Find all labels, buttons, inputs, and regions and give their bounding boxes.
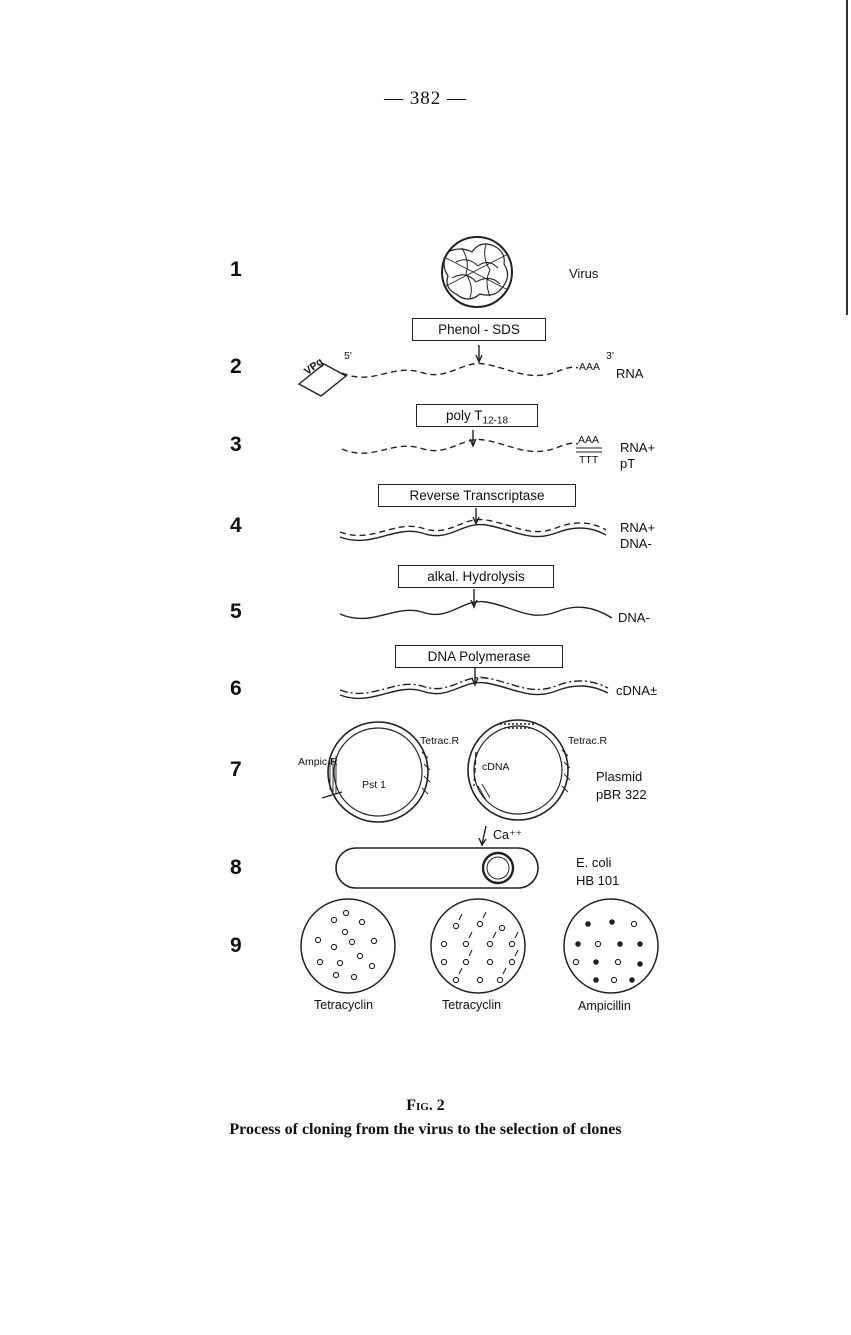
poly-a-label-3: AAA [578, 434, 600, 446]
plate-label-tetracyclin-1: Tetracyclin [314, 998, 374, 1012]
recombinant-plasmid-icon [467, 719, 571, 821]
step-number-3: 3 [230, 433, 242, 456]
page-edge-line [846, 0, 848, 315]
tetrac-r-label-2: Tetrac.R [568, 735, 608, 747]
tetrac-r-label-1: Tetrac.R [420, 735, 460, 747]
virus-label: Virus [569, 266, 599, 281]
hb101-label: HB 101 [576, 873, 620, 888]
tetracyclin-plate-2-icon [430, 898, 526, 994]
dna-minus-label-5: DNA- [618, 610, 650, 625]
rna-label: RNA [616, 366, 644, 381]
pt-label: pT [620, 456, 636, 471]
step-number-4: 4 [230, 514, 242, 537]
pst1-label: Pst 1 [362, 779, 386, 791]
step-number-8: 8 [230, 856, 242, 879]
dna-minus-label-4: DNA- [620, 536, 652, 551]
virus-particle-icon [441, 236, 513, 308]
step-number-2: 2 [230, 355, 242, 378]
figure-title: Fig. 2 [406, 1097, 445, 1114]
calcium-label: Ca⁺⁺ [493, 828, 523, 842]
alkal-hydrolysis-box: alkal. Hydrolysis [398, 565, 554, 588]
five-prime-label: 5' [344, 350, 352, 362]
plate-label-ampicillin: Ampicillin [578, 999, 631, 1013]
ecoli-cell-icon [335, 847, 539, 889]
ecoli-label: E. coli [576, 855, 612, 870]
plate-label-tetracyclin-2: Tetracyclin [442, 998, 502, 1012]
step-number-1: 1 [230, 258, 242, 281]
poly-a-tail-label: AAA [579, 361, 601, 373]
phenol-sds-box: Phenol - SDS [412, 318, 546, 341]
poly-t-box: poly T12-18 [416, 404, 538, 427]
cdna-insert-label: cDNA [482, 761, 510, 773]
page-number: — 382 — [384, 88, 467, 109]
ampic-r-label: Ampic.R [298, 756, 338, 768]
poly-t-subscript: 12-18 [482, 415, 509, 427]
reverse-transcriptase-box: Reverse Transcriptase [378, 484, 576, 507]
step-number-5: 5 [230, 600, 242, 623]
figure-caption: Process of cloning from the virus to the… [229, 1121, 622, 1138]
step-number-7: 7 [230, 758, 242, 781]
step-number-9: 9 [230, 934, 242, 957]
plasmid-pbr322-icon [321, 721, 431, 823]
dna-polymerase-box: DNA Polymerase [395, 645, 563, 668]
oligo-t-label: TTT [579, 454, 599, 466]
pbr322-label: pBR 322 [596, 787, 647, 802]
step-number-6: 6 [230, 677, 242, 700]
tetracyclin-plate-1-icon [300, 898, 396, 994]
three-prime-label: 3' [606, 350, 614, 362]
plasmid-label: Plasmid [596, 769, 643, 784]
rna-plus-label-3: RNA+ [620, 440, 656, 455]
poly-t-label: poly T [445, 408, 483, 423]
cdna-double-label: cDNA± [616, 683, 658, 698]
rna-plus-label-4: RNA+ [620, 520, 656, 535]
ampicillin-plate-icon [563, 898, 659, 994]
